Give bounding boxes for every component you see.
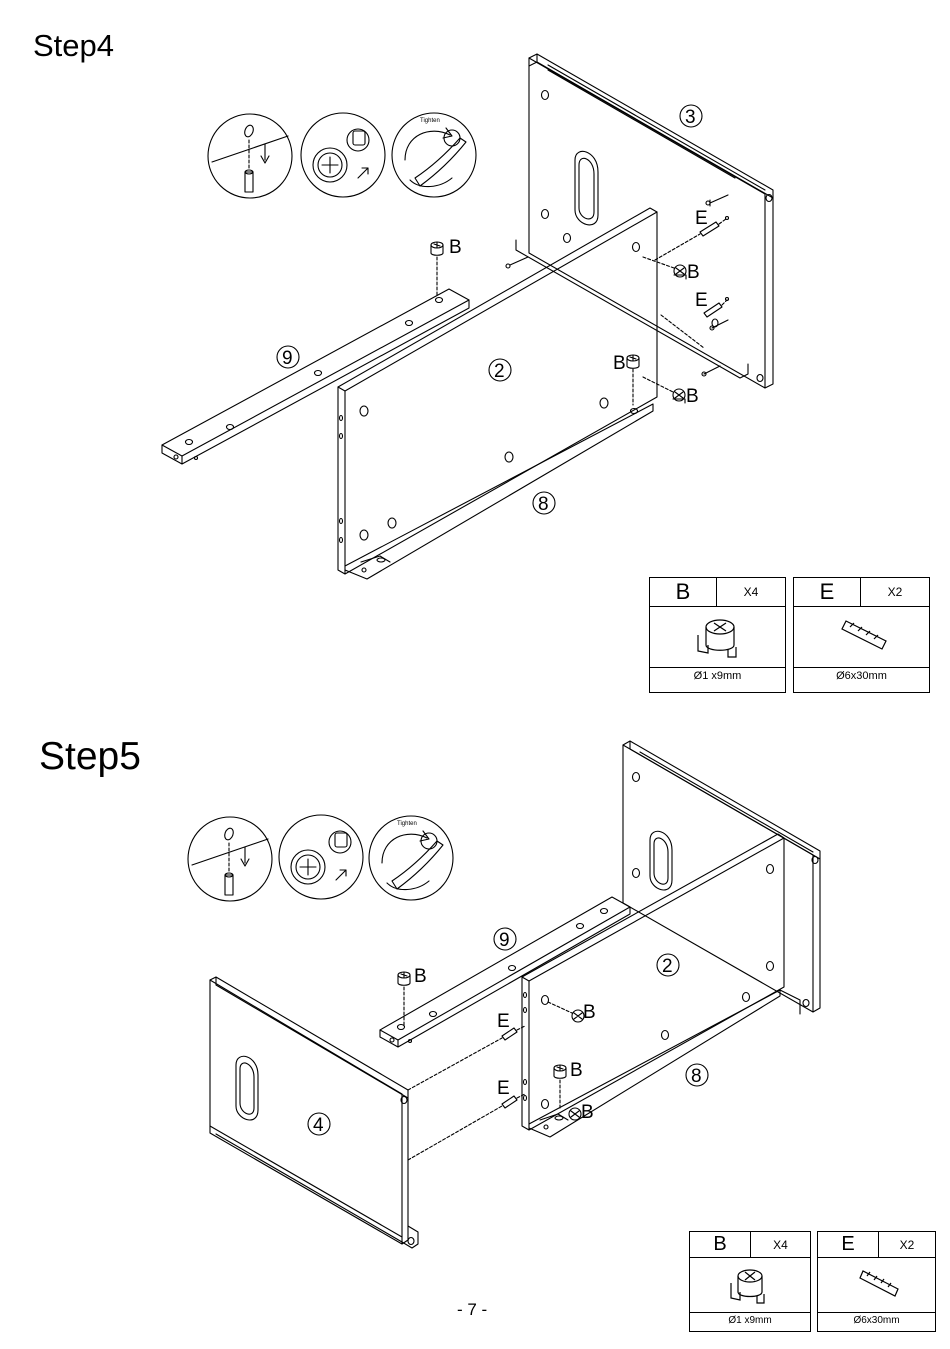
step5-detail-cam-icon: [279, 815, 363, 899]
step4-detail-insert-icon: [208, 114, 292, 198]
panel-8: [529, 990, 780, 1137]
step4-detail-cam-icon: [301, 113, 385, 197]
label-b: B: [414, 966, 427, 987]
step5-detail-insert-icon: [188, 817, 272, 901]
dowel-icon: [818, 1258, 935, 1313]
label-b: B: [581, 1102, 594, 1123]
part-letter: E: [818, 1232, 879, 1257]
cam-lock-icon: [674, 265, 686, 279]
cam-bolt-icon: [702, 366, 720, 376]
part-letter: B: [650, 578, 717, 606]
panel-number-9: 9: [499, 930, 510, 951]
label-b: B: [449, 237, 462, 258]
panel-number-8: 8: [691, 1066, 702, 1087]
part-spec: Ø1 x9mm: [650, 668, 785, 684]
part-qty: X2: [879, 1232, 935, 1257]
step5-detail-tighten-icon: Tighten: [369, 816, 453, 900]
cam-bolt-icon: [506, 257, 528, 268]
cam-lock-icon: [431, 242, 443, 255]
part-spec: Ø6x30mm: [794, 668, 929, 684]
step5-tighten-label: Tighten: [397, 821, 417, 827]
panel-number-8: 8: [538, 494, 549, 515]
cam-lock-icon: [690, 1258, 810, 1313]
panel-number-3: 3: [685, 107, 696, 128]
step4-panel-numbers: 3 2 9 8: [277, 105, 702, 515]
label-b: B: [687, 262, 700, 283]
panel-number-2: 2: [662, 956, 673, 977]
dowel-icon: [794, 607, 929, 668]
part-qty: X4: [717, 578, 785, 606]
label-b: B: [570, 1060, 583, 1081]
part-spec: Ø6x30mm: [818, 1313, 935, 1328]
label-e: E: [497, 1011, 510, 1032]
step5-hardware: B B B B E E: [398, 966, 596, 1160]
cam-lock-icon: [569, 1108, 581, 1120]
panel-2: [522, 834, 784, 1130]
label-b: B: [686, 386, 699, 407]
step4-detail-tighten-icon: Tighten: [392, 113, 476, 197]
cam-bolt-icon: [706, 195, 728, 206]
part-letter: E: [794, 578, 861, 606]
step5-illustration: Tighten: [188, 741, 820, 1248]
panel-number-9: 9: [282, 348, 293, 369]
panel-3: [623, 741, 820, 1014]
panel-4: [210, 977, 418, 1248]
panel-number-2: 2: [494, 361, 505, 382]
part-spec: Ø1 x9mm: [690, 1313, 810, 1328]
panel-8: [345, 404, 653, 579]
cam-lock-icon: [398, 972, 410, 985]
cam-lock-icon: [627, 355, 639, 368]
label-e: E: [695, 208, 708, 229]
panel-number-4: 4: [313, 1115, 324, 1136]
label-e: E: [497, 1078, 510, 1099]
label-b: B: [583, 1002, 596, 1023]
cam-lock-icon: [554, 1065, 566, 1078]
page-number: - 7 -: [457, 1300, 487, 1320]
part-qty: X2: [861, 578, 929, 606]
panel-3: [516, 54, 773, 388]
cam-lock-icon: [673, 389, 685, 403]
step4-hardware: B B B B E E: [431, 195, 729, 407]
panel-2: [338, 208, 657, 574]
panel-9: [162, 289, 469, 464]
cam-lock-icon: [650, 607, 785, 668]
part-letter: B: [690, 1232, 751, 1257]
label-e: E: [695, 290, 708, 311]
part-qty: X4: [751, 1232, 810, 1257]
step4-tighten-label: Tighten: [420, 118, 440, 124]
label-b: B: [613, 353, 626, 374]
step4-illustration: Tighten: [162, 54, 773, 579]
